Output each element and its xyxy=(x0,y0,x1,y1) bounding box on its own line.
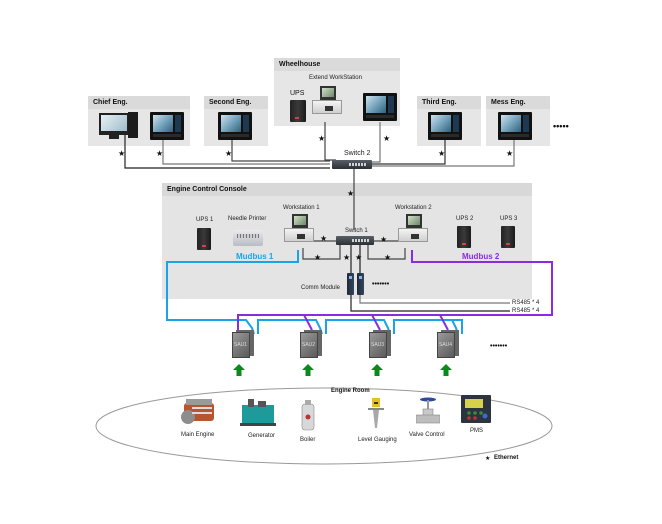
ethernet-star: ★ xyxy=(118,149,126,158)
zone-second-eng-title: Second Eng. xyxy=(204,96,268,109)
valve-control-icon xyxy=(416,397,440,424)
sau-unit-4: SAU4 xyxy=(437,330,459,358)
needle-printer xyxy=(233,230,263,246)
generator-icon xyxy=(240,399,276,426)
workstation1-label: Workstation 1 xyxy=(283,205,320,211)
chief-eng-pc-monitor xyxy=(99,113,129,135)
sau-unit-1: SAU1 xyxy=(232,330,254,358)
legend-ethernet-star: ★ xyxy=(485,456,491,462)
mudbus2-label: Mudbus 2 xyxy=(462,252,500,261)
ethernet-star: ★ xyxy=(383,134,391,143)
wire-wheel-ws xyxy=(324,122,336,161)
ups2 xyxy=(457,226,471,248)
wheelhouse-ups-label: UPS xyxy=(290,90,305,97)
sau-unit-3: SAU3 xyxy=(369,330,391,358)
workstation2 xyxy=(398,214,428,244)
wire-third xyxy=(370,140,446,165)
rs485-label-b: RS485 * 4 xyxy=(512,308,540,314)
third-eng-display-panel xyxy=(428,112,462,140)
more-stations-ellipsis: ••••• xyxy=(553,121,569,131)
ethernet-star: ★ xyxy=(314,253,322,262)
pms-icon xyxy=(461,395,491,423)
up-arrow-icon xyxy=(302,364,314,376)
generator-label: Generator xyxy=(248,433,276,439)
up-arrow-icon xyxy=(440,364,452,376)
ethernet-star: ★ xyxy=(347,189,355,198)
up-arrow-icon xyxy=(233,364,245,376)
sau-unit-2: SAU2 xyxy=(300,330,322,358)
zone-chief-eng-title: Chief Eng. xyxy=(88,96,190,109)
pms-label: PMS xyxy=(470,428,484,434)
rs485-label-a: RS485 * 4 xyxy=(512,300,540,306)
wheelhouse-display-panel xyxy=(363,93,397,121)
ups1-label: UPS 1 xyxy=(196,217,214,223)
main-engine-icon xyxy=(181,399,214,424)
mess-eng-display-panel xyxy=(498,112,532,140)
wire-wheel-panel xyxy=(370,122,381,163)
wire-ws2-bottom xyxy=(367,245,406,260)
more-comm-modules-ellipsis: ••••••• xyxy=(372,281,390,288)
wheelhouse-ups xyxy=(290,100,306,122)
ethernet-star: ★ xyxy=(380,235,388,244)
sau-label: SAU2 xyxy=(302,342,316,348)
ethernet-star: ★ xyxy=(156,149,164,158)
workstation1 xyxy=(284,214,314,244)
ethernet-star: ★ xyxy=(320,234,328,243)
wire-mess xyxy=(370,140,515,167)
wire-chief-panel xyxy=(162,140,330,165)
sau-label: SAU4 xyxy=(439,342,453,348)
boiler-icon xyxy=(301,400,315,431)
zone-mess-eng-title: Mess Eng. xyxy=(486,96,550,109)
main-engine-label: Main Engine xyxy=(181,432,215,438)
comm-module-2 xyxy=(357,273,364,295)
ups1 xyxy=(197,228,211,250)
wheelhouse-extend-workstation-label: Extend WorkStation xyxy=(309,75,362,81)
engine-room-boundary xyxy=(95,387,553,465)
ethernet-star: ★ xyxy=(318,134,326,143)
ethernet-star: ★ xyxy=(438,149,446,158)
zone-engine-control-console-title: Engine Control Console xyxy=(162,183,532,196)
sau-label: SAU3 xyxy=(371,342,385,348)
more-sau-ellipsis: ••••••• xyxy=(490,343,508,350)
legend-ethernet-label: Ethernet xyxy=(494,455,519,461)
valve-control-label: Valve Control xyxy=(409,432,445,438)
chief-eng-pc-stand xyxy=(109,135,119,139)
ups2-label: UPS 2 xyxy=(456,216,474,222)
wire-chief-pc xyxy=(124,135,330,169)
ethernet-star: ★ xyxy=(355,253,363,262)
wire-rs485-b xyxy=(350,295,510,312)
wire-ws1-bottom xyxy=(302,245,341,260)
second-eng-display-panel xyxy=(218,112,252,140)
comm-module-label: Comm Module xyxy=(301,285,341,291)
up-arrow-icon xyxy=(371,364,383,376)
needle-printer-label: Needle Printer xyxy=(228,216,267,222)
zone-third-eng-title: Third Eng. xyxy=(417,96,481,109)
sau-label: SAU1 xyxy=(234,342,248,348)
mudbus-2-line xyxy=(237,250,553,331)
ethernet-star: ★ xyxy=(384,253,392,262)
level-gauging-label: Level Gauging xyxy=(358,437,397,443)
comm-module-1 xyxy=(347,273,354,295)
level-gauging-icon xyxy=(368,398,384,428)
ups3 xyxy=(501,226,515,248)
ethernet-star: ★ xyxy=(225,149,233,158)
engine-room-title: Engine Room xyxy=(331,388,370,394)
wheelhouse-extend-workstation xyxy=(312,86,342,116)
switch1 xyxy=(336,236,374,245)
ethernet-star: ★ xyxy=(343,253,351,262)
wire-rs485-a xyxy=(359,295,510,304)
chief-eng-pc-tower xyxy=(128,112,138,138)
switch1-label: Switch 1 xyxy=(345,228,368,234)
ethernet-star: ★ xyxy=(506,149,514,158)
wire-second xyxy=(231,140,330,162)
switch2-label: Switch 2 xyxy=(344,150,371,157)
workstation2-label: Workstation 2 xyxy=(395,205,432,211)
chief-eng-display-panel xyxy=(150,112,184,140)
ups3-label: UPS 3 xyxy=(500,216,518,222)
boiler-label: Boiler xyxy=(300,437,316,443)
zone-wheelhouse-title: Wheelhouse xyxy=(274,58,400,71)
switch2 xyxy=(332,160,372,169)
mudbus1-label: Mudbus 1 xyxy=(236,252,274,261)
